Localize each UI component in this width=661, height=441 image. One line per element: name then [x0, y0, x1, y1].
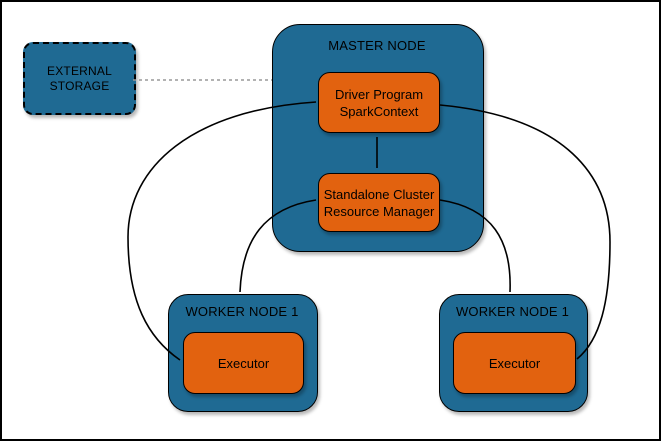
worker-node-left-title: WORKER NODE 1	[185, 304, 299, 319]
executor-right-label: Executor	[488, 355, 541, 371]
worker-node-right-title: WORKER NODE 1	[455, 304, 570, 319]
external-storage-label-line1: EXTERNAL	[47, 63, 112, 78]
driver-program-label-line2: SparkContext	[339, 103, 419, 119]
driver-program-label-line1: Driver Program	[334, 86, 424, 102]
executor-left-label: Executor	[217, 355, 270, 371]
external-storage-label-line2: STORAGE	[49, 78, 110, 93]
master-node-title: MASTER NODE	[328, 38, 426, 53]
executor-left-box: Executor	[183, 332, 304, 394]
external-storage-node: EXTERNAL STORAGE	[23, 42, 136, 115]
driver-program-box: Driver Program SparkContext	[318, 72, 440, 133]
resource-manager-label-line2: Resource Manager	[323, 203, 435, 219]
resource-manager-box: Standalone Cluster Resource Manager	[318, 173, 440, 232]
resource-manager-label-line1: Standalone Cluster	[323, 186, 435, 202]
executor-right-box: Executor	[453, 332, 576, 394]
